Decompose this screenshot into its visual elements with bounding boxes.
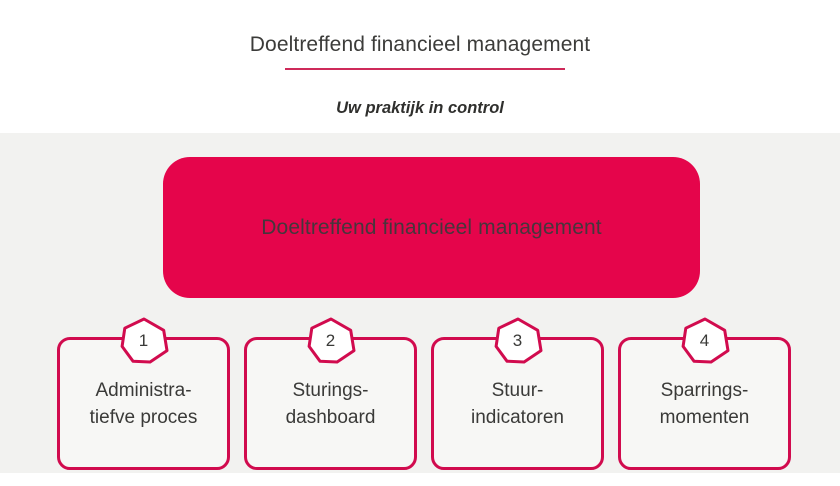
step-badge-1: 1 (119, 317, 168, 364)
step-badge-3: 3 (493, 317, 542, 364)
footer-strip (0, 473, 840, 486)
step-box-1[interactable]: 1 Administra- tiefve proces (57, 317, 230, 470)
diagram-banner: Doeltreffend financieel management (163, 157, 700, 298)
diagram-steps-row: 1 Administra- tiefve proces 2 Sturings- … (0, 317, 840, 473)
step-box-4[interactable]: 4 Sparrings- momenten (618, 317, 791, 470)
step-box-2[interactable]: 2 Sturings- dashboard (244, 317, 417, 470)
page-title: Doeltreffend financieel management (249, 33, 591, 56)
page-subtitle: Uw praktijk in control (336, 99, 504, 117)
diagram-banner-label: Doeltreffend financieel management (261, 215, 602, 239)
step-label-3: Stuur- indicatoren (471, 379, 564, 428)
diagram-panel: Doeltreffend financieel management 1 Adm… (0, 133, 840, 473)
step-number-2: 2 (325, 331, 336, 350)
step-box-3[interactable]: 3 Stuur- indicatoren (431, 317, 604, 470)
step-label-1: Administra- tiefve proces (89, 379, 198, 428)
page-header: Doeltreffend financieel management Uw pr… (0, 0, 840, 133)
step-label-2: Sturings- dashboard (285, 379, 376, 428)
step-number-3: 3 (512, 331, 523, 350)
step-number-4: 4 (699, 331, 710, 350)
step-label-4: Sparrings- momenten (659, 379, 750, 428)
step-number-1: 1 (138, 331, 149, 350)
title-underline-rule (285, 68, 565, 70)
step-badge-4: 4 (680, 317, 729, 364)
step-badge-2: 2 (306, 317, 355, 364)
